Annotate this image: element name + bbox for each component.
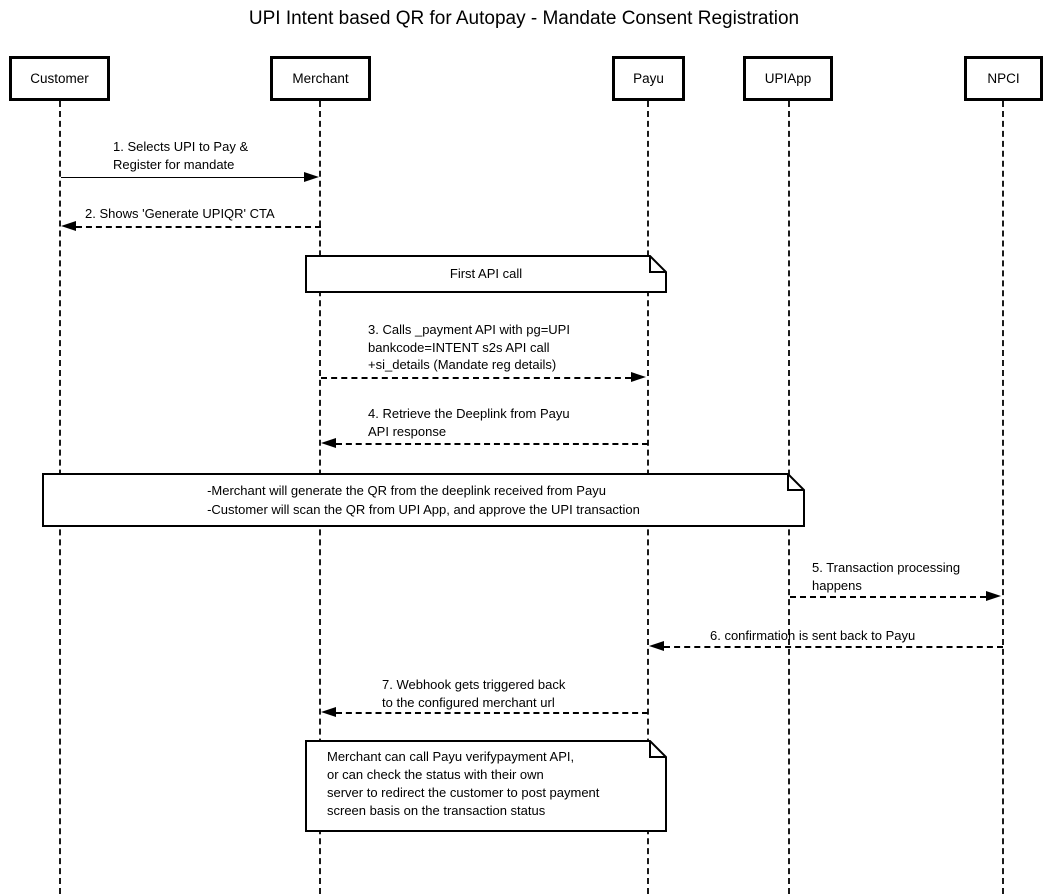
message-6-line: [664, 646, 1003, 648]
message-6-arrowhead-left-icon: [649, 641, 664, 651]
message-2-arrowhead-left-icon: [61, 221, 76, 231]
message-3-label: 3. Calls _payment API with pg=UPI bankco…: [368, 322, 570, 372]
actor-label-payu: Payu: [633, 71, 664, 86]
message-2-line: [76, 226, 321, 228]
note-qr-generation-text: -Merchant will generate the QR from the …: [207, 483, 640, 517]
actor-label-customer: Customer: [30, 71, 89, 86]
actor-box-payu: Payu: [612, 56, 685, 101]
actor-label-upiapp: UPIApp: [764, 71, 812, 86]
note-border: [305, 740, 667, 832]
message-3-line: [321, 377, 631, 379]
note-border: [305, 255, 667, 293]
actor-box-npci: NPCI: [964, 56, 1043, 101]
note-verifypayment-text: Merchant can call Payu verifypayment API…: [327, 749, 600, 818]
message-4-line: [336, 443, 648, 445]
message-7-label: 7. Webhook gets triggered back to the co…: [382, 677, 566, 710]
actor-box-upiapp: UPIApp: [743, 56, 833, 101]
actor-box-customer: Customer: [9, 56, 110, 101]
actor-label-npci: NPCI: [987, 71, 1020, 86]
actor-label-merchant: Merchant: [292, 71, 349, 86]
note-verifypayment: Merchant can call Payu verifypayment API…: [305, 740, 667, 832]
message-1-label: 1. Selects UPI to Pay & Register for man…: [113, 139, 249, 172]
note-qr-generation: -Merchant will generate the QR from the …: [42, 473, 805, 527]
actor-box-merchant: Merchant: [270, 56, 371, 101]
message-4-label: 4. Retrieve the Deeplink from Payu API r…: [368, 406, 570, 439]
message-1-line: [61, 177, 304, 178]
message-5-arrowhead-right-icon: [986, 591, 1001, 601]
diagram-title: UPI Intent based QR for Autopay - Mandat…: [248, 8, 800, 29]
message-3-arrowhead-right-icon: [631, 372, 646, 382]
note-first-api-call-text: First API call: [449, 266, 523, 281]
note-first-api-call: First API call: [305, 255, 667, 293]
message-4-arrowhead-left-icon: [321, 438, 336, 448]
message-1-arrowhead-right-icon: [304, 172, 319, 182]
message-7-line: [336, 712, 648, 714]
message-6-label: 6. confirmation is sent back to Payu: [710, 628, 916, 643]
message-5-line: [790, 596, 986, 598]
message-2-label: 2. Shows 'Generate UPIQR' CTA: [85, 206, 275, 221]
message-7-arrowhead-left-icon: [321, 707, 336, 717]
note-border: [42, 473, 805, 527]
message-5-label: 5. Transaction processing happens: [812, 560, 961, 593]
lifeline-npci: [1002, 101, 1004, 894]
